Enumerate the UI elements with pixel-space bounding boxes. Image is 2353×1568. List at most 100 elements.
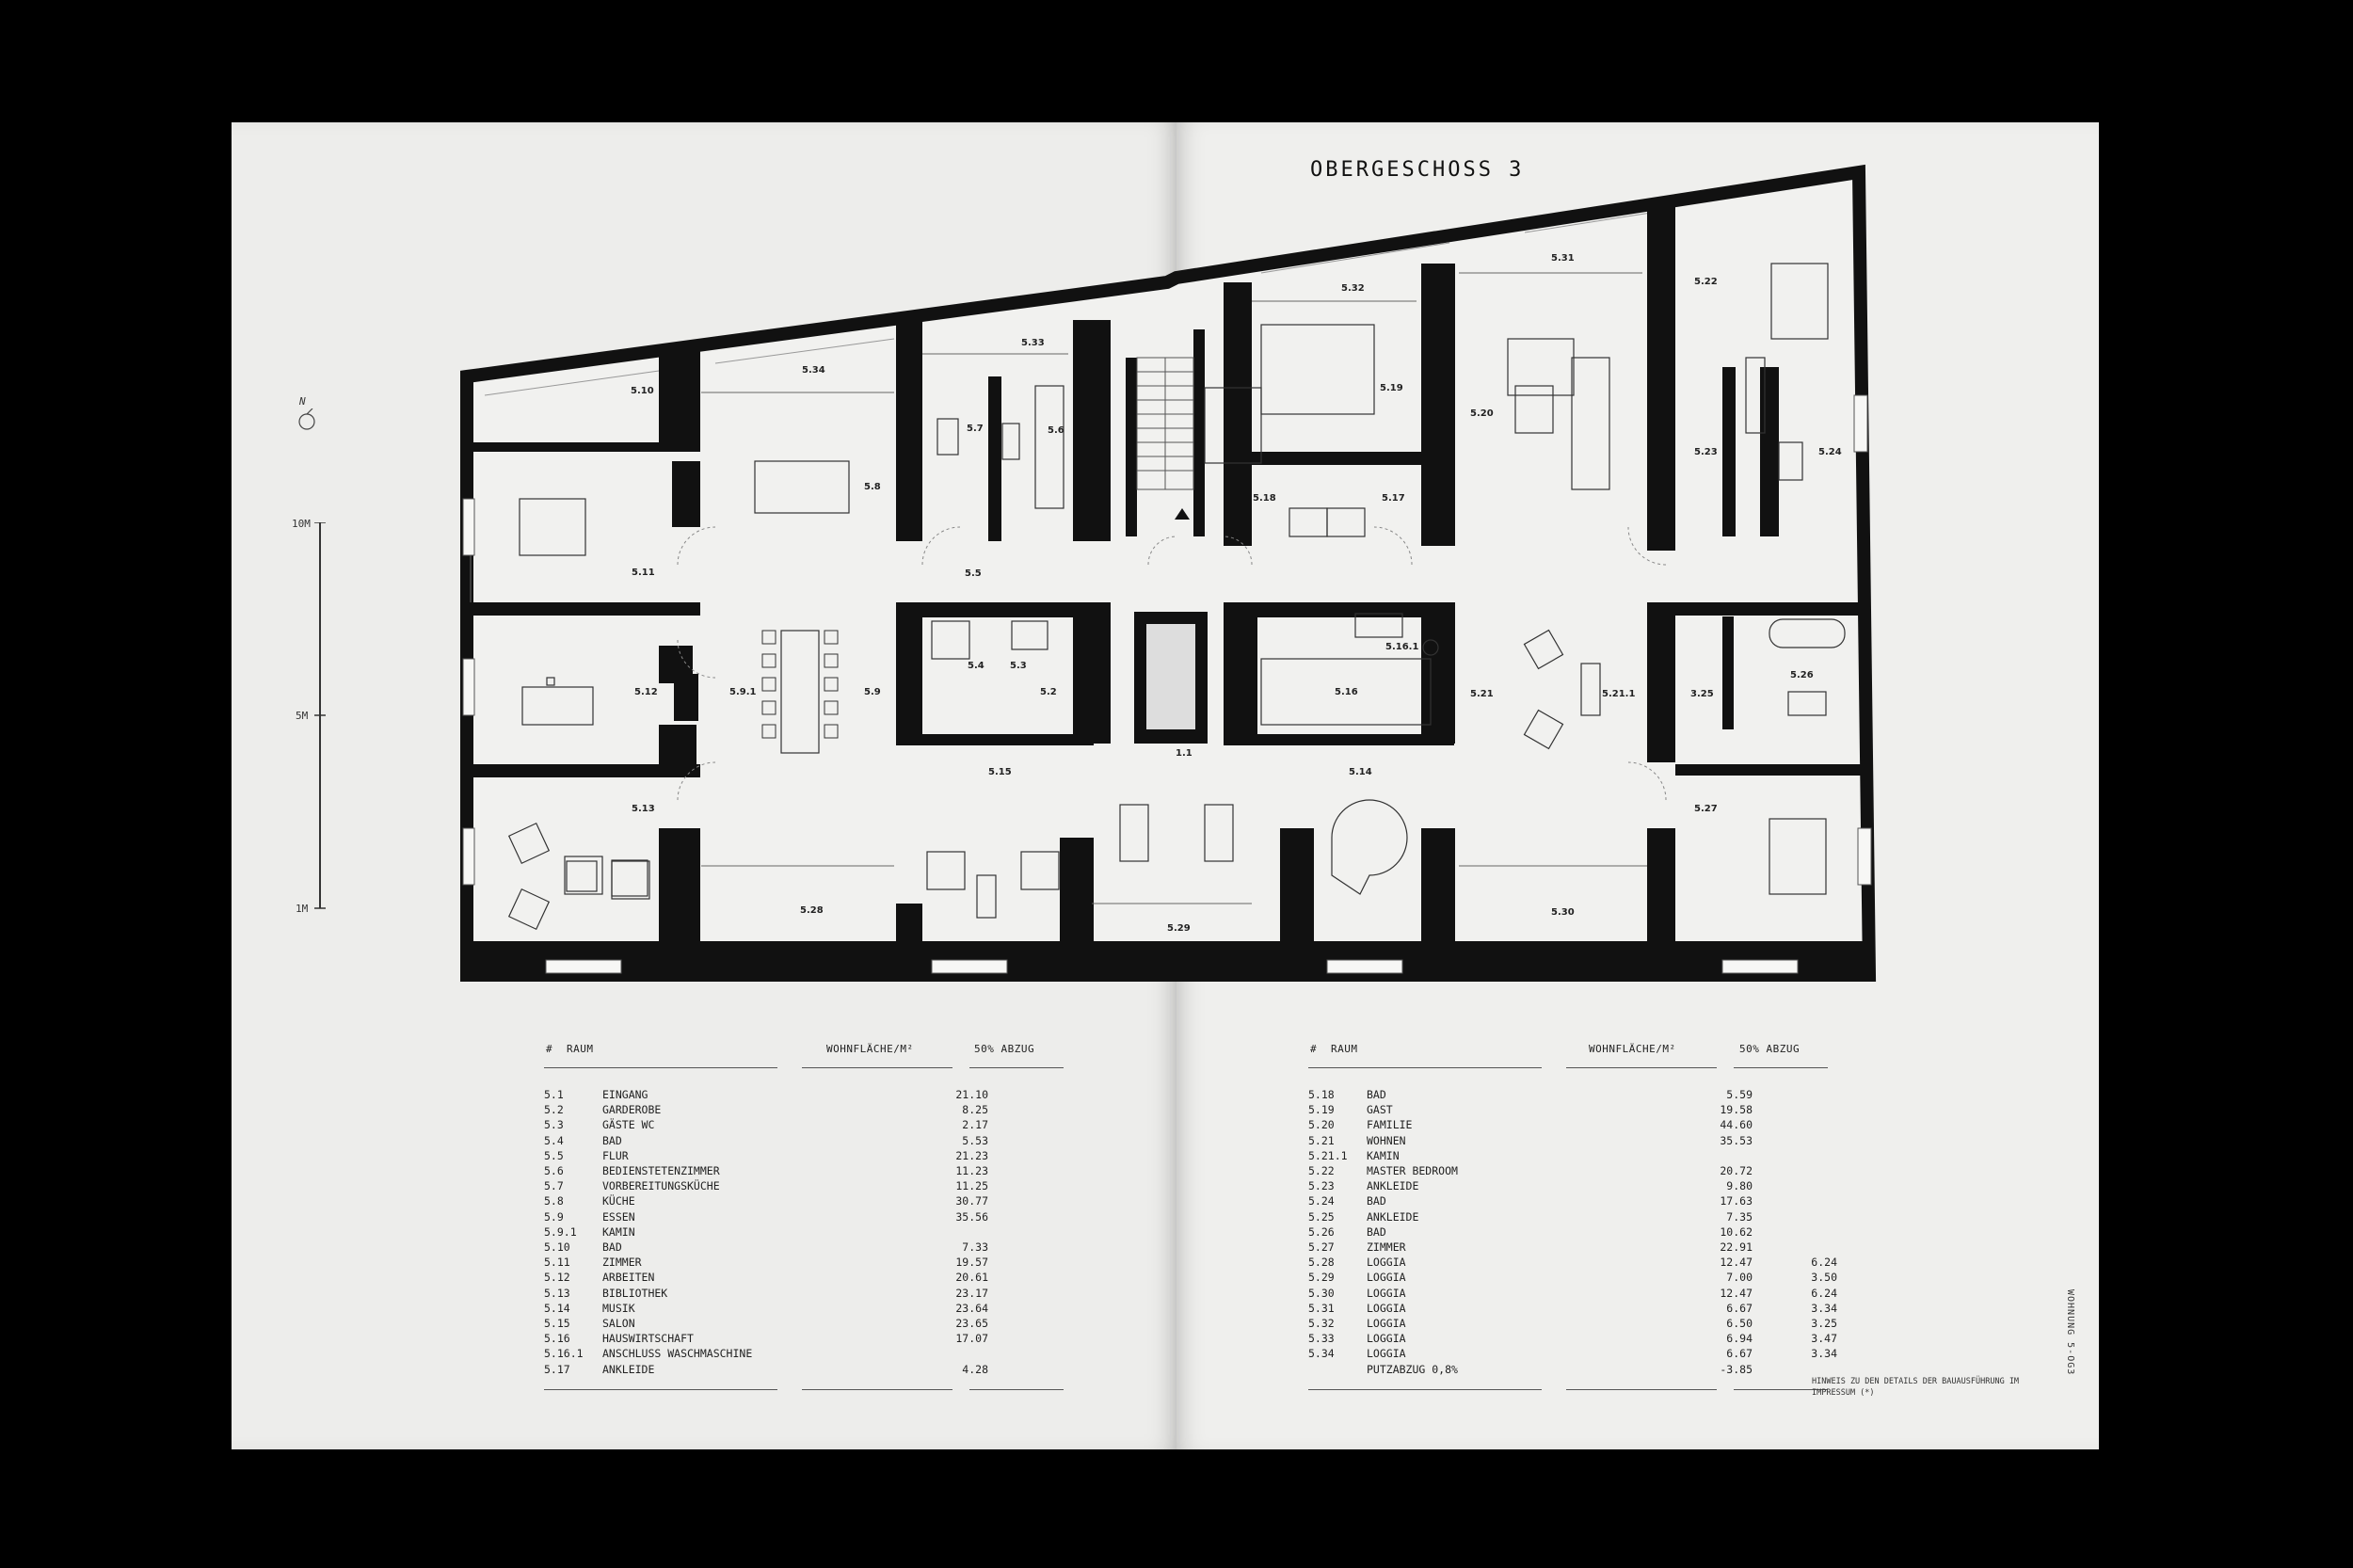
room-label: 5.5 <box>965 568 982 579</box>
scale-label-top: 10M <box>292 518 311 530</box>
scale-label-mid: 5M <box>296 710 309 722</box>
row-room-name: ANKLEIDE <box>1367 1209 1419 1224</box>
row-area: 17.07 <box>955 1332 988 1346</box>
room-label: 5.30 <box>1551 907 1575 918</box>
row-number: 5.33 <box>1308 1332 1335 1346</box>
room-label: 5.31 <box>1551 253 1575 264</box>
row-area: 9.80 <box>1726 1179 1753 1193</box>
room-label: 5.32 <box>1341 283 1365 294</box>
row-number: 5.11 <box>544 1256 570 1270</box>
row-room-name: GARDEROBE <box>602 1103 662 1117</box>
row-area: 19.58 <box>1720 1103 1753 1117</box>
row-room-name: ARBEITEN <box>602 1271 655 1285</box>
row-area: 35.56 <box>955 1209 988 1224</box>
row-number: 5.10 <box>544 1240 570 1254</box>
row-room-name: LOGGIA <box>1367 1286 1406 1300</box>
row-area: 6.94 <box>1726 1332 1753 1346</box>
rule <box>1308 1067 1542 1068</box>
row-room-name: GÄSTE WC <box>602 1118 655 1132</box>
row-room-name: BAD <box>1367 1194 1386 1208</box>
rule <box>802 1067 952 1068</box>
row-number: 5.1 <box>544 1088 564 1101</box>
row-number: 5.26 <box>1308 1224 1335 1239</box>
row-number: 5.31 <box>1308 1301 1335 1315</box>
room-label: 5.8 <box>864 482 881 492</box>
room-label: 5.3 <box>1010 661 1027 671</box>
room-label: 3.25 <box>1690 689 1714 699</box>
row-number: 5.34 <box>1308 1347 1335 1361</box>
row-room-name: FLUR <box>602 1148 629 1162</box>
rule <box>544 1389 777 1390</box>
row-room-name: LOGGIA <box>1367 1347 1406 1361</box>
room-label: 5.14 <box>1349 767 1372 777</box>
col-header-num: # <box>546 1043 553 1055</box>
row-number: 5.7 <box>544 1179 564 1193</box>
row-area: 8.25 <box>962 1103 988 1117</box>
row-room-name: GAST <box>1367 1103 1393 1117</box>
row-deduction: 3.50 <box>1811 1271 1837 1285</box>
row-room-name: FAMILIE <box>1367 1118 1413 1132</box>
row-room-name: LOGGIA <box>1367 1301 1406 1315</box>
north-label: N <box>299 395 306 408</box>
room-label: 5.11 <box>632 568 655 578</box>
row-number: 5.13 <box>544 1286 570 1300</box>
page-title: OBERGESCHOSS 3 <box>1310 158 1525 182</box>
row-area: 21.23 <box>955 1148 988 1162</box>
room-label: 5.9 <box>864 687 881 697</box>
room-label: 5.27 <box>1694 804 1718 814</box>
row-room-name: ANSCHLUSS WASCHMASCHINE <box>602 1347 753 1361</box>
room-label: 5.6 <box>1048 425 1064 436</box>
row-room-name: KAMIN <box>1367 1148 1400 1162</box>
side-label: WOHNUNG 5-OG3 <box>2065 1289 2075 1376</box>
row-room-name: KÜCHE <box>602 1194 635 1208</box>
room-label: 5.9.1 <box>729 687 757 697</box>
row-area: 7.33 <box>962 1240 988 1254</box>
room-label: 5.26 <box>1790 670 1814 680</box>
room-label: 5.33 <box>1021 338 1045 348</box>
room-label: 5.16.1 <box>1385 642 1418 652</box>
rule <box>544 1067 777 1068</box>
room-label: 5.23 <box>1694 447 1718 457</box>
col-header-deduction: 50% ABZUG <box>1739 1043 1801 1055</box>
row-number: 5.25 <box>1308 1209 1335 1224</box>
row-room-name: SALON <box>602 1317 635 1330</box>
row-deduction: 3.34 <box>1811 1347 1837 1361</box>
rule <box>1734 1389 1828 1390</box>
row-area: 7.35 <box>1726 1209 1753 1224</box>
row-area: 2.17 <box>962 1118 988 1132</box>
room-label: 5.10 <box>631 386 654 396</box>
row-room-name: BEDIENSTETENZIMMER <box>602 1164 720 1177</box>
row-area: 6.50 <box>1726 1317 1753 1330</box>
row-area: 10.62 <box>1720 1224 1753 1239</box>
row-number: 5.32 <box>1308 1317 1335 1330</box>
row-area: 23.65 <box>955 1317 988 1330</box>
row-deduction: 3.47 <box>1811 1332 1837 1346</box>
row-area: 23.17 <box>955 1286 988 1300</box>
construction-note: HINWEIS ZU DEN DETAILS DER BAUAUSFÜHRUNG… <box>1812 1377 2020 1398</box>
row-room-name: MASTER BEDROOM <box>1367 1164 1458 1177</box>
row-number: 5.17 <box>544 1362 570 1376</box>
row-room-name: ESSEN <box>602 1209 635 1224</box>
row-room-name: BAD <box>1367 1088 1386 1101</box>
room-label: 5.22 <box>1694 277 1718 287</box>
row-number: 5.4 <box>544 1133 564 1147</box>
outer-wall <box>460 164 1877 982</box>
row-area: 20.72 <box>1720 1164 1753 1177</box>
room-label: 5.12 <box>634 687 658 697</box>
row-area: 17.63 <box>1720 1194 1753 1208</box>
row-room-name: WOHNEN <box>1367 1133 1406 1147</box>
row-deduction: 6.24 <box>1811 1256 1837 1270</box>
row-area: 5.59 <box>1726 1088 1753 1101</box>
row-number: 5.21 <box>1308 1133 1335 1147</box>
rule <box>1734 1067 1828 1068</box>
row-area: 30.77 <box>955 1194 988 1208</box>
row-room-name: BAD <box>602 1240 622 1254</box>
rule <box>969 1067 1064 1068</box>
row-number: 5.16 <box>544 1332 570 1346</box>
row-number: 5.23 <box>1308 1179 1335 1193</box>
row-number: 5.5 <box>544 1148 564 1162</box>
row-area: 6.67 <box>1726 1301 1753 1315</box>
row-number: 5.8 <box>544 1194 564 1208</box>
row-number: 5.9.1 <box>544 1224 577 1239</box>
row-number: 5.29 <box>1308 1271 1335 1285</box>
